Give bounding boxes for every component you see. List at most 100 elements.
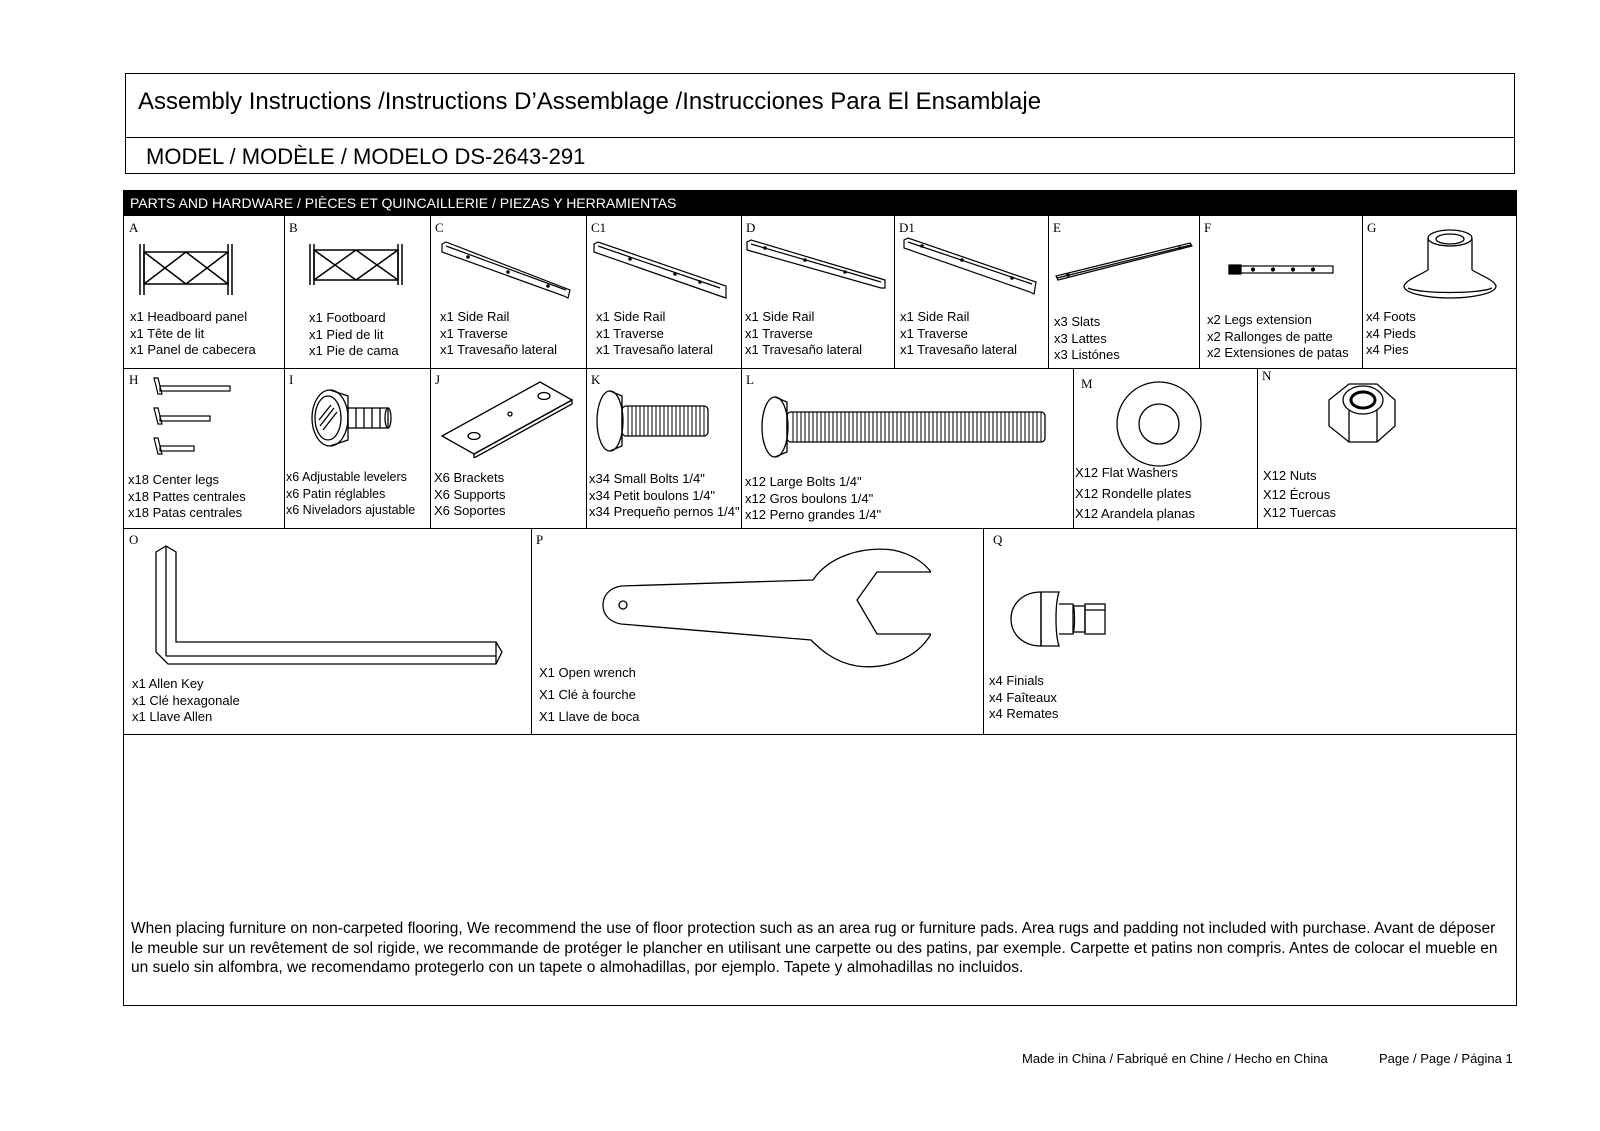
part-caption: X1 Open wrench X1 Clé à fourche X1 Llave… (539, 665, 640, 724)
part-letter: C (435, 220, 444, 235)
part-d1: D1 x1 Side Rail x1 Traverse x1 Travesaño… (894, 216, 1048, 368)
col-divider (1073, 368, 1074, 528)
col-divider (1199, 216, 1200, 368)
center-leg-icon (153, 377, 231, 455)
part-caption: x12 Large Bolts 1/4" x12 Gros boulons 1/… (745, 474, 882, 522)
col-divider (284, 368, 285, 528)
allen-key-icon (155, 545, 503, 665)
part-letter: K (591, 372, 601, 387)
part-caption: x1 Headboard panel x1 Tête de lit x1 Pan… (130, 309, 256, 357)
part-letter: Q (993, 532, 1003, 547)
footer-page-number: Page / Page / Página 1 (1379, 1051, 1513, 1066)
part-m: M X12 Flat Washers X12 Rondelle plates X… (1073, 368, 1257, 528)
part-q: Q x4 Finials x4 Faîteaux x4 Remates (983, 528, 1516, 734)
col-divider (741, 216, 742, 368)
part-caption: x4 Foots x4 Pieds x4 Pies (1366, 309, 1416, 357)
nut-icon (1328, 383, 1396, 443)
part-letter: A (129, 220, 139, 235)
finial-icon (1010, 591, 1106, 647)
model-number: MODEL / MODÈLE / MODELO DS-2643-291 (146, 144, 586, 169)
wrench-icon (602, 548, 931, 668)
part-letter: I (289, 372, 294, 387)
part-b: B x1 Footboard x1 Pied de lit x1 Pie de … (284, 216, 430, 368)
row-divider (124, 734, 1516, 735)
footboard-icon (309, 244, 403, 285)
col-divider (430, 368, 431, 528)
col-divider (1362, 216, 1363, 368)
part-letter: D (746, 220, 756, 235)
col-divider (284, 216, 285, 368)
col-divider (586, 368, 587, 528)
col-divider (586, 216, 587, 368)
col-divider (894, 216, 895, 368)
part-caption: x34 Small Bolts 1/4" x34 Petit boulons 1… (589, 471, 740, 519)
small-bolt-icon (596, 390, 709, 452)
part-letter: E (1053, 220, 1061, 235)
floor-protection-note: When placing furniture on non-carpeted f… (131, 920, 1498, 976)
part-caption: x1 Side Rail x1 Traverse x1 Travesaño la… (596, 309, 714, 357)
part-letter: H (129, 372, 139, 387)
row-divider (124, 528, 1516, 529)
part-caption: X12 Nuts X12 Écrous X12 Tuercas (1263, 468, 1336, 520)
part-c: C x1 Side Rail x1 Traverse x1 Travesaño … (430, 216, 586, 368)
part-d: D x1 Side Rail x1 Traverse x1 Travesaño … (741, 216, 894, 368)
part-l: L x12 Large Bolts 1/4" x12 Gros boulons … (741, 368, 1073, 528)
part-k: K x34 Small Bolts 1/4" x34 Petit boul (586, 368, 741, 528)
part-letter: G (1367, 220, 1377, 235)
part-letter: O (129, 532, 139, 547)
part-letter: D1 (899, 220, 915, 235)
title-divider (126, 137, 1514, 138)
bracket-icon (440, 381, 574, 458)
leveler-icon (311, 389, 392, 447)
part-caption: x18 Center legs x18 Pattes centrales x18… (128, 472, 246, 520)
part-caption: x1 Allen Key x1 Clé hexagonale x1 Llave … (132, 676, 240, 724)
washer-icon (1116, 381, 1202, 467)
col-divider (1048, 216, 1049, 368)
part-caption: X12 Flat Washers X12 Rondelle plates X12… (1075, 465, 1195, 521)
part-caption: x1 Side Rail x1 Traverse x1 Travesaño la… (440, 309, 558, 357)
part-f: F x2 Legs extension x2 Rallonges de patt… (1199, 216, 1362, 368)
part-caption: x1 Side Rail x1 Traverse x1 Travesaño la… (900, 309, 1018, 357)
part-caption: x1 Footboard x1 Pied de lit x1 Pie de ca… (309, 310, 399, 358)
leg-extension-icon (1228, 264, 1334, 275)
large-bolt-icon (761, 396, 1046, 458)
row-divider (124, 368, 1516, 369)
part-caption: x1 Side Rail x1 Traverse x1 Travesaño la… (745, 309, 863, 357)
part-letter: J (435, 372, 441, 387)
col-divider (983, 528, 984, 734)
part-o: O x1 Allen Key x1 Clé hexagonale x1 Llav… (124, 528, 531, 734)
part-caption: x2 Legs extension x2 Rallonges de patte … (1207, 312, 1349, 360)
part-c1: C1 x1 Side Rail x1 Traverse x1 Travesaño… (586, 216, 741, 368)
part-letter: L (746, 372, 754, 387)
col-divider (430, 216, 431, 368)
headboard-icon (139, 244, 233, 295)
part-caption: x3 Slats x3 Lattes x3 Listónes (1054, 314, 1120, 362)
col-divider (741, 368, 742, 528)
part-letter: F (1204, 220, 1212, 235)
side-rail-icon (593, 241, 727, 299)
slat-icon (1055, 242, 1193, 281)
page-title: Assembly Instructions /Instructions D’As… (138, 88, 1042, 115)
parts-header: PARTS AND HARDWARE / PIÈCES ET QUINCAILL… (124, 191, 1516, 216)
part-letter: M (1081, 376, 1093, 391)
side-rail-icon (441, 241, 571, 299)
part-a: A x1 Headboard panel x1 Tête de lit x1 P… (124, 216, 284, 368)
footer-made-in: Made in China / Fabriqué en Chine / Hech… (1022, 1051, 1328, 1066)
part-i: I x6 Adjustable levelers x6 Patin réglab… (284, 368, 430, 528)
part-caption: x6 Adjustable levelers x6 Patin réglable… (286, 470, 416, 517)
part-j: J X6 Brackets X6 Supports X6 Soportes (430, 368, 586, 528)
part-p: P X1 Open wrench X1 Clé à fourche X1 Lla… (531, 528, 983, 734)
parts-table: PARTS AND HARDWARE / PIÈCES ET QUINCAILL… (123, 190, 1517, 1006)
title-box: Assembly Instructions /Instructions D’As… (125, 73, 1515, 174)
foot-icon (1403, 229, 1497, 299)
side-rail-icon (746, 239, 886, 289)
part-e: E x3 Slats x3 Lattes x3 Listónes (1048, 216, 1199, 368)
part-caption: x4 Finials x4 Faîteaux x4 Remates (989, 673, 1059, 721)
col-divider (531, 528, 532, 734)
col-divider (1257, 368, 1258, 528)
part-h: H x18 Center legs x18 Pattes centrales x… (124, 368, 284, 528)
part-g: G x4 Foots x4 Pieds x4 Pies (1362, 216, 1516, 368)
part-letter: P (536, 532, 544, 547)
part-letter: C1 (591, 220, 607, 235)
part-caption: X6 Brackets X6 Supports X6 Soportes (434, 470, 506, 518)
